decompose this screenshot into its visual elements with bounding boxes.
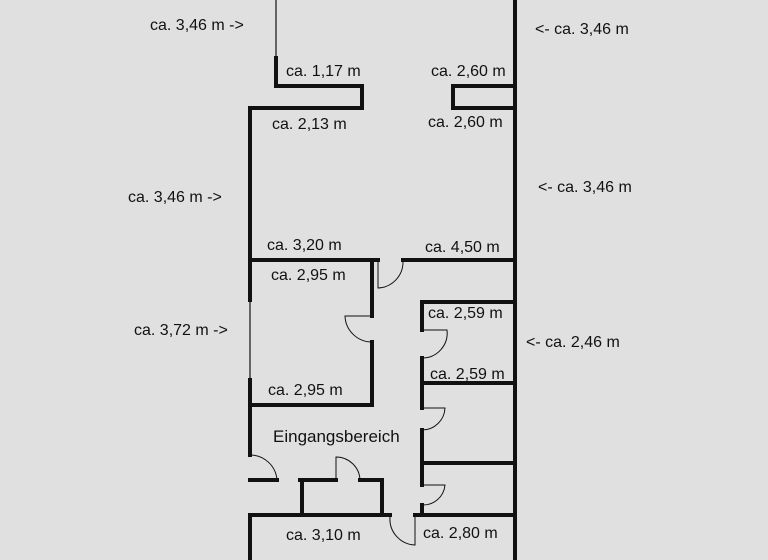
dim-top-room-left: ca. 1,17 m — [286, 63, 361, 80]
wall-top-left-notch — [248, 56, 364, 110]
wall-bath-top — [420, 300, 517, 332]
dim-right-room-bottom: ca. 2,59 m — [430, 366, 505, 383]
dim-top-room-right: ca. 2,60 m — [431, 63, 506, 80]
dim-second-bottom-right: ca. 4,50 m — [425, 239, 500, 256]
wall-store-right — [358, 478, 384, 517]
door-storage — [335, 456, 361, 481]
doors — [249, 261, 448, 546]
dim-second-top-left: ca. 2,13 m — [272, 116, 347, 133]
dim-second-bottom-left: ca. 3,20 m — [267, 237, 342, 254]
door-bath — [421, 329, 448, 359]
door-corridor — [377, 261, 404, 289]
dim-lower-right: <- ca. 2,46 m — [526, 334, 620, 351]
door-entrance-left — [249, 454, 278, 481]
dim-mid-right: <- ca. 3,46 m — [538, 179, 632, 196]
wall-room-right-b — [248, 340, 374, 407]
dim-top-left: ca. 3,46 m -> — [150, 17, 244, 34]
room-label-entrance: Eingangsbereich — [273, 427, 400, 446]
dim-left-room-top: ca. 2,95 m — [271, 267, 346, 284]
dim-lower-left: ca. 3,72 m -> — [134, 322, 228, 339]
wall-top-right-notch — [451, 84, 517, 110]
dim-left-room-bottom: ca. 2,95 m — [268, 382, 343, 399]
dim-right-room-top: ca. 2,59 m — [428, 305, 503, 322]
door-left-room — [344, 315, 373, 343]
door-wc1 — [421, 407, 446, 431]
dim-second-top-right: ca. 2,60 m — [428, 114, 503, 131]
dim-top-right: <- ca. 3,46 m — [535, 21, 629, 38]
dim-mid-left: ca. 3,46 m -> — [128, 189, 222, 206]
door-wc2 — [421, 484, 446, 506]
dim-bottom-right: ca. 2,80 m — [423, 525, 498, 542]
dim-bottom-left: ca. 3,10 m — [286, 527, 361, 544]
door-bottom — [389, 515, 416, 546]
